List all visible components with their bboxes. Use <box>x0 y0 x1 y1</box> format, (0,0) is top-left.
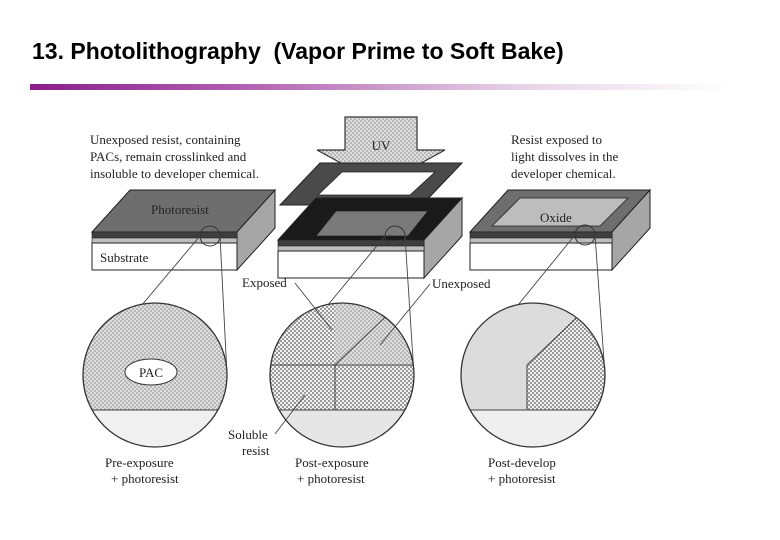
soluble-resist-line-1: Soluble <box>228 427 268 442</box>
pac-label: PAC <box>139 365 163 380</box>
caption-post-develop-line-2: + photoresist <box>488 471 556 486</box>
soluble-resist-label: Soluble resist <box>228 427 271 458</box>
left-note-line-2: PACs, remain crosslinked and <box>90 149 247 164</box>
wafer-post-exposure <box>276 196 464 280</box>
right-note: Resist exposed to light dissolves in the… <box>511 132 622 181</box>
left-note-line-3: insoluble to developer chemical. <box>90 166 259 181</box>
magnified-pre-exposure: PAC <box>82 302 228 448</box>
oxide-label: Oxide <box>540 210 572 225</box>
substrate-label: Substrate <box>100 250 149 265</box>
slide-title: 13. Photolithography (Vapor Prime to Sof… <box>32 38 564 64</box>
right-note-line-1: Resist exposed to <box>511 132 602 147</box>
uv-label: UV <box>372 138 391 153</box>
magnified-post-exposure <box>269 302 415 448</box>
exposed-label: Exposed <box>242 275 287 290</box>
right-note-line-3: developer chemical. <box>511 166 616 181</box>
soluble-resist-leader <box>274 394 306 435</box>
caption-post-exposure-line-2: + photoresist <box>297 471 365 486</box>
caption-post-exposure: Post-exposure + photoresist <box>295 455 372 486</box>
wafer-pre-exposure: Photoresist Substrate <box>90 188 277 272</box>
photoresist-label: Photoresist <box>151 202 209 217</box>
left-note: Unexposed resist, containing PACs, remai… <box>90 132 259 181</box>
soluble-resist-line-2: resist <box>242 443 270 458</box>
caption-post-develop-line-1: Post-develop <box>488 455 556 470</box>
caption-pre-exposure-line-1: Pre-exposure <box>105 455 174 470</box>
exposed-leader <box>294 282 333 331</box>
unexposed-leader <box>379 283 431 346</box>
left-note-line-1: Unexposed resist, containing <box>90 132 241 147</box>
photomask <box>278 162 464 206</box>
right-note-line-2: light dissolves in the <box>511 149 618 164</box>
title-underline <box>30 84 730 90</box>
caption-post-develop: Post-develop + photoresist <box>488 455 559 486</box>
wafer-post-develop: Oxide <box>468 188 652 272</box>
unexposed-label: Unexposed <box>432 276 491 291</box>
caption-pre-exposure-line-2: + photoresist <box>111 471 179 486</box>
caption-post-exposure-line-1: Post-exposure <box>295 455 369 470</box>
caption-pre-exposure: Pre-exposure + photoresist <box>105 455 179 486</box>
magnified-post-develop <box>460 302 606 448</box>
